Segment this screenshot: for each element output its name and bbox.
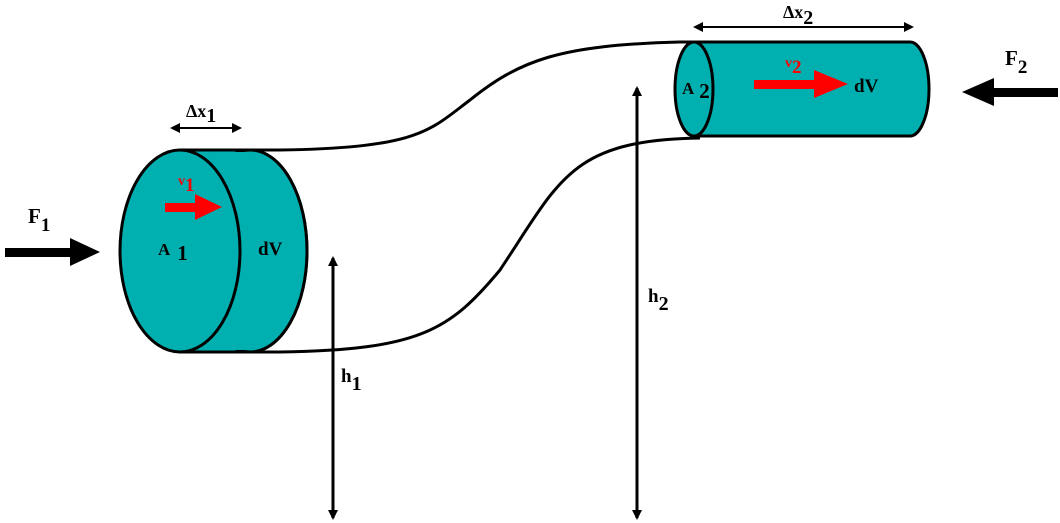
velocity-2-arrow bbox=[754, 70, 848, 98]
force-2-arrow bbox=[962, 78, 1058, 106]
velocity-2-label: v2 bbox=[785, 56, 802, 78]
fluid-element-2 bbox=[673, 40, 931, 138]
velocity-1-label: v1 bbox=[178, 174, 195, 196]
height-1-label: h1 bbox=[341, 366, 362, 395]
fluid-element-1-left-face bbox=[118, 148, 242, 354]
delta-x2-label: Δx2 bbox=[783, 2, 813, 29]
fluid-element-1 bbox=[118, 148, 309, 354]
fluid-element-2-left-face bbox=[673, 40, 715, 138]
volume-2-label: dV bbox=[854, 76, 879, 97]
pipe-lower-wall bbox=[190, 136, 701, 354]
force-1-arrow bbox=[5, 238, 100, 266]
velocity-1-arrow bbox=[165, 194, 222, 220]
force-1-label: F1 bbox=[28, 204, 50, 236]
height-2-label: h2 bbox=[648, 286, 669, 315]
volume-1-label: dV bbox=[258, 239, 283, 260]
pipe-upper-wall bbox=[190, 40, 700, 152]
delta-x1-label: Δx1 bbox=[186, 101, 216, 127]
force-2-label: F2 bbox=[1005, 46, 1027, 78]
